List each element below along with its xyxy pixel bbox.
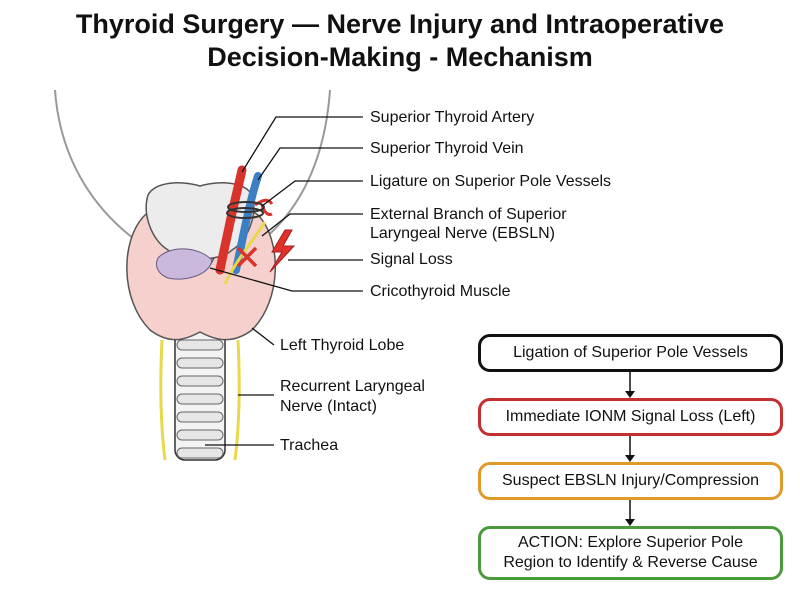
flow-step-suspect-ebsln: Suspect EBSLN Injury/Compression	[478, 462, 783, 500]
flow-step-suspect-ebsln-text: Suspect EBSLN Injury/Compression	[502, 472, 759, 489]
label-ebsln-line-1: External Branch of Superior	[370, 206, 567, 223]
label-signal-loss: Signal Loss	[370, 251, 453, 268]
title-line-1: Thyroid Surgery — Nerve Injury and Intra…	[75, 9, 725, 39]
flow-step-action: ACTION: Explore Superior Pole Region to …	[478, 526, 783, 580]
flow-step-signal-loss-text: Immediate IONM Signal Loss (Left)	[505, 408, 756, 425]
flow-step-ligation-text: Ligation of Superior Pole Vessels	[513, 344, 748, 361]
flow-step-action-line-2: Region to Identify & Reverse Cause	[503, 554, 758, 571]
ligature	[226, 201, 265, 219]
neck-outline	[54, 89, 151, 251]
label-superior-thyroid-vein: Superior Thyroid Vein	[370, 140, 524, 157]
page-title: Thyroid Surgery — Nerve Injury and Intra…	[0, 8, 800, 74]
cricothyroid-muscle	[155, 248, 213, 280]
label-rln-line-2: Nerve (Intact)	[280, 398, 377, 415]
lightning-icon	[269, 229, 296, 273]
flow-step-signal-loss: Immediate IONM Signal Loss (Left)	[478, 398, 783, 436]
injury-x-icon	[236, 246, 258, 268]
label-ebsln-line-2: Laryngeal Nerve (EBSLN)	[370, 225, 555, 242]
flow-arrows	[625, 370, 635, 526]
superior-thyroid-artery	[215, 165, 247, 275]
label-trachea: Trachea	[280, 437, 339, 454]
label-cricothyroid-muscle: Cricothyroid Muscle	[370, 283, 511, 300]
flow-step-ligation: Ligation of Superior Pole Vessels	[478, 334, 783, 372]
leader-lines	[205, 116, 363, 446]
title-line-2: Decision-Making - Mechanism	[207, 42, 593, 72]
label-left-thyroid-lobe: Left Thyroid Lobe	[280, 337, 405, 354]
rln-left	[159, 339, 167, 461]
rln-right	[233, 339, 241, 461]
flow-step-action-line-1: ACTION: Explore Superior Pole	[518, 534, 743, 551]
label-superior-thyroid-artery: Superior Thyroid Artery	[370, 109, 535, 126]
label-ligature: Ligature on Superior Pole Vessels	[370, 173, 612, 190]
label-rln-line-1: Recurrent Laryngeal	[280, 378, 425, 395]
trachea-illustration	[174, 329, 226, 461]
